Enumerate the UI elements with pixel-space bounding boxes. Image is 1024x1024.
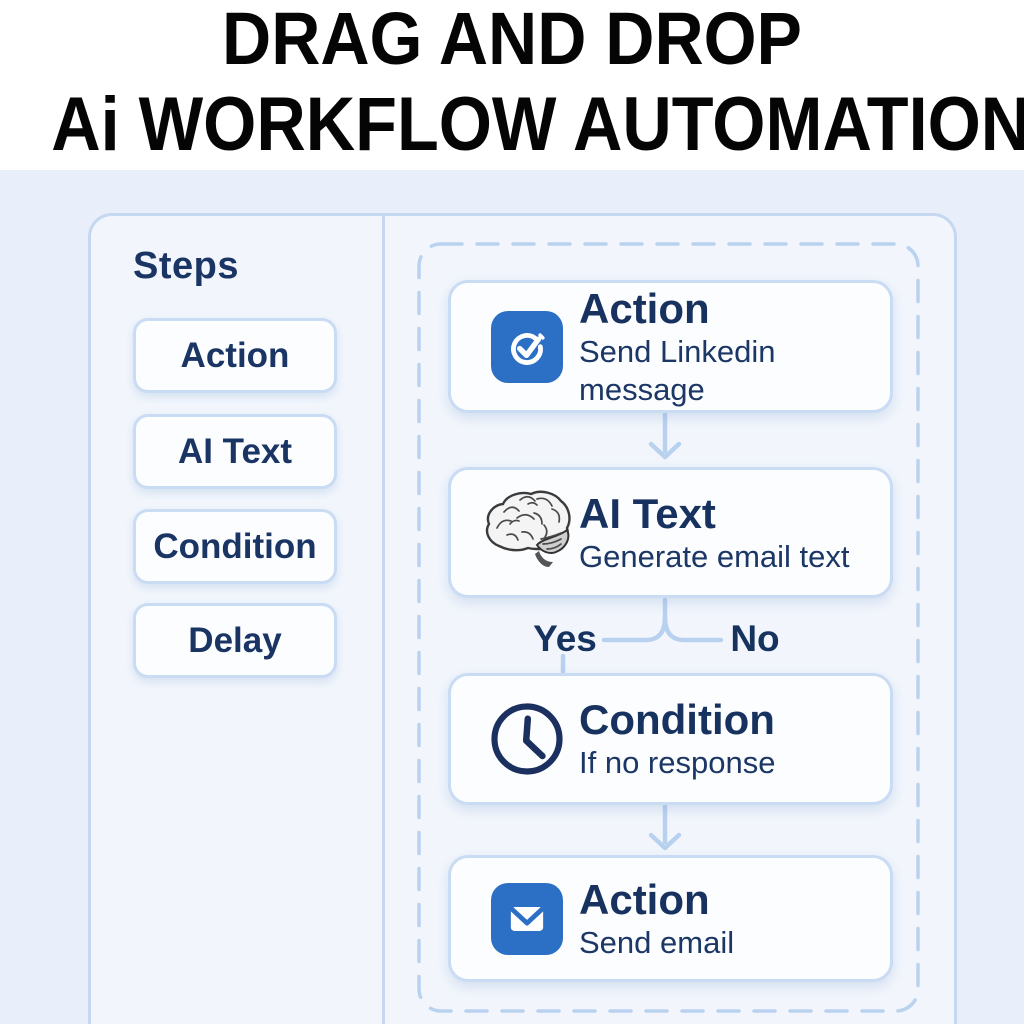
step-button-condition[interactable]: Condition bbox=[133, 509, 337, 584]
flow-node-action-email[interactable]: Action Send email bbox=[448, 855, 893, 982]
check-circle-icon bbox=[491, 310, 563, 383]
node-title: Action bbox=[579, 875, 710, 923]
clock-icon bbox=[491, 703, 563, 775]
step-button-delay[interactable]: Delay bbox=[133, 603, 337, 678]
steps-heading: Steps bbox=[133, 245, 239, 287]
node-subtitle: Send email bbox=[579, 924, 735, 960]
step-button-action[interactable]: Action bbox=[133, 318, 337, 393]
node-subtitle: Send Linkedin message bbox=[579, 333, 776, 407]
flow-node-condition[interactable]: Condition If no response bbox=[448, 673, 893, 805]
flow-node-ai-text[interactable]: AI Text Generate email text bbox=[448, 467, 893, 598]
node-subtitle: If no response bbox=[579, 745, 776, 780]
node-title: AI Text bbox=[579, 489, 716, 537]
node-title: Action bbox=[579, 284, 710, 332]
title-area: DRAG AND DROP Ai WORKFLOW AUTOMATION bbox=[0, 0, 1024, 170]
flow-node-action-linkedin[interactable]: Action Send Linkedin message bbox=[448, 280, 893, 413]
title-line-2: Ai WORKFLOW AUTOMATION bbox=[51, 82, 1024, 167]
sidebar-divider bbox=[382, 215, 385, 1024]
node-subtitle: Generate email text bbox=[579, 538, 850, 574]
step-button-ai-text[interactable]: AI Text bbox=[133, 414, 337, 489]
envelope-icon bbox=[491, 882, 563, 955]
branch-label-yes: Yes bbox=[533, 618, 597, 659]
brain-icon bbox=[485, 490, 571, 567]
title-line-1: DRAG AND DROP bbox=[222, 0, 802, 80]
branch-label-no: No bbox=[730, 618, 780, 659]
node-title: Condition bbox=[579, 696, 775, 743]
